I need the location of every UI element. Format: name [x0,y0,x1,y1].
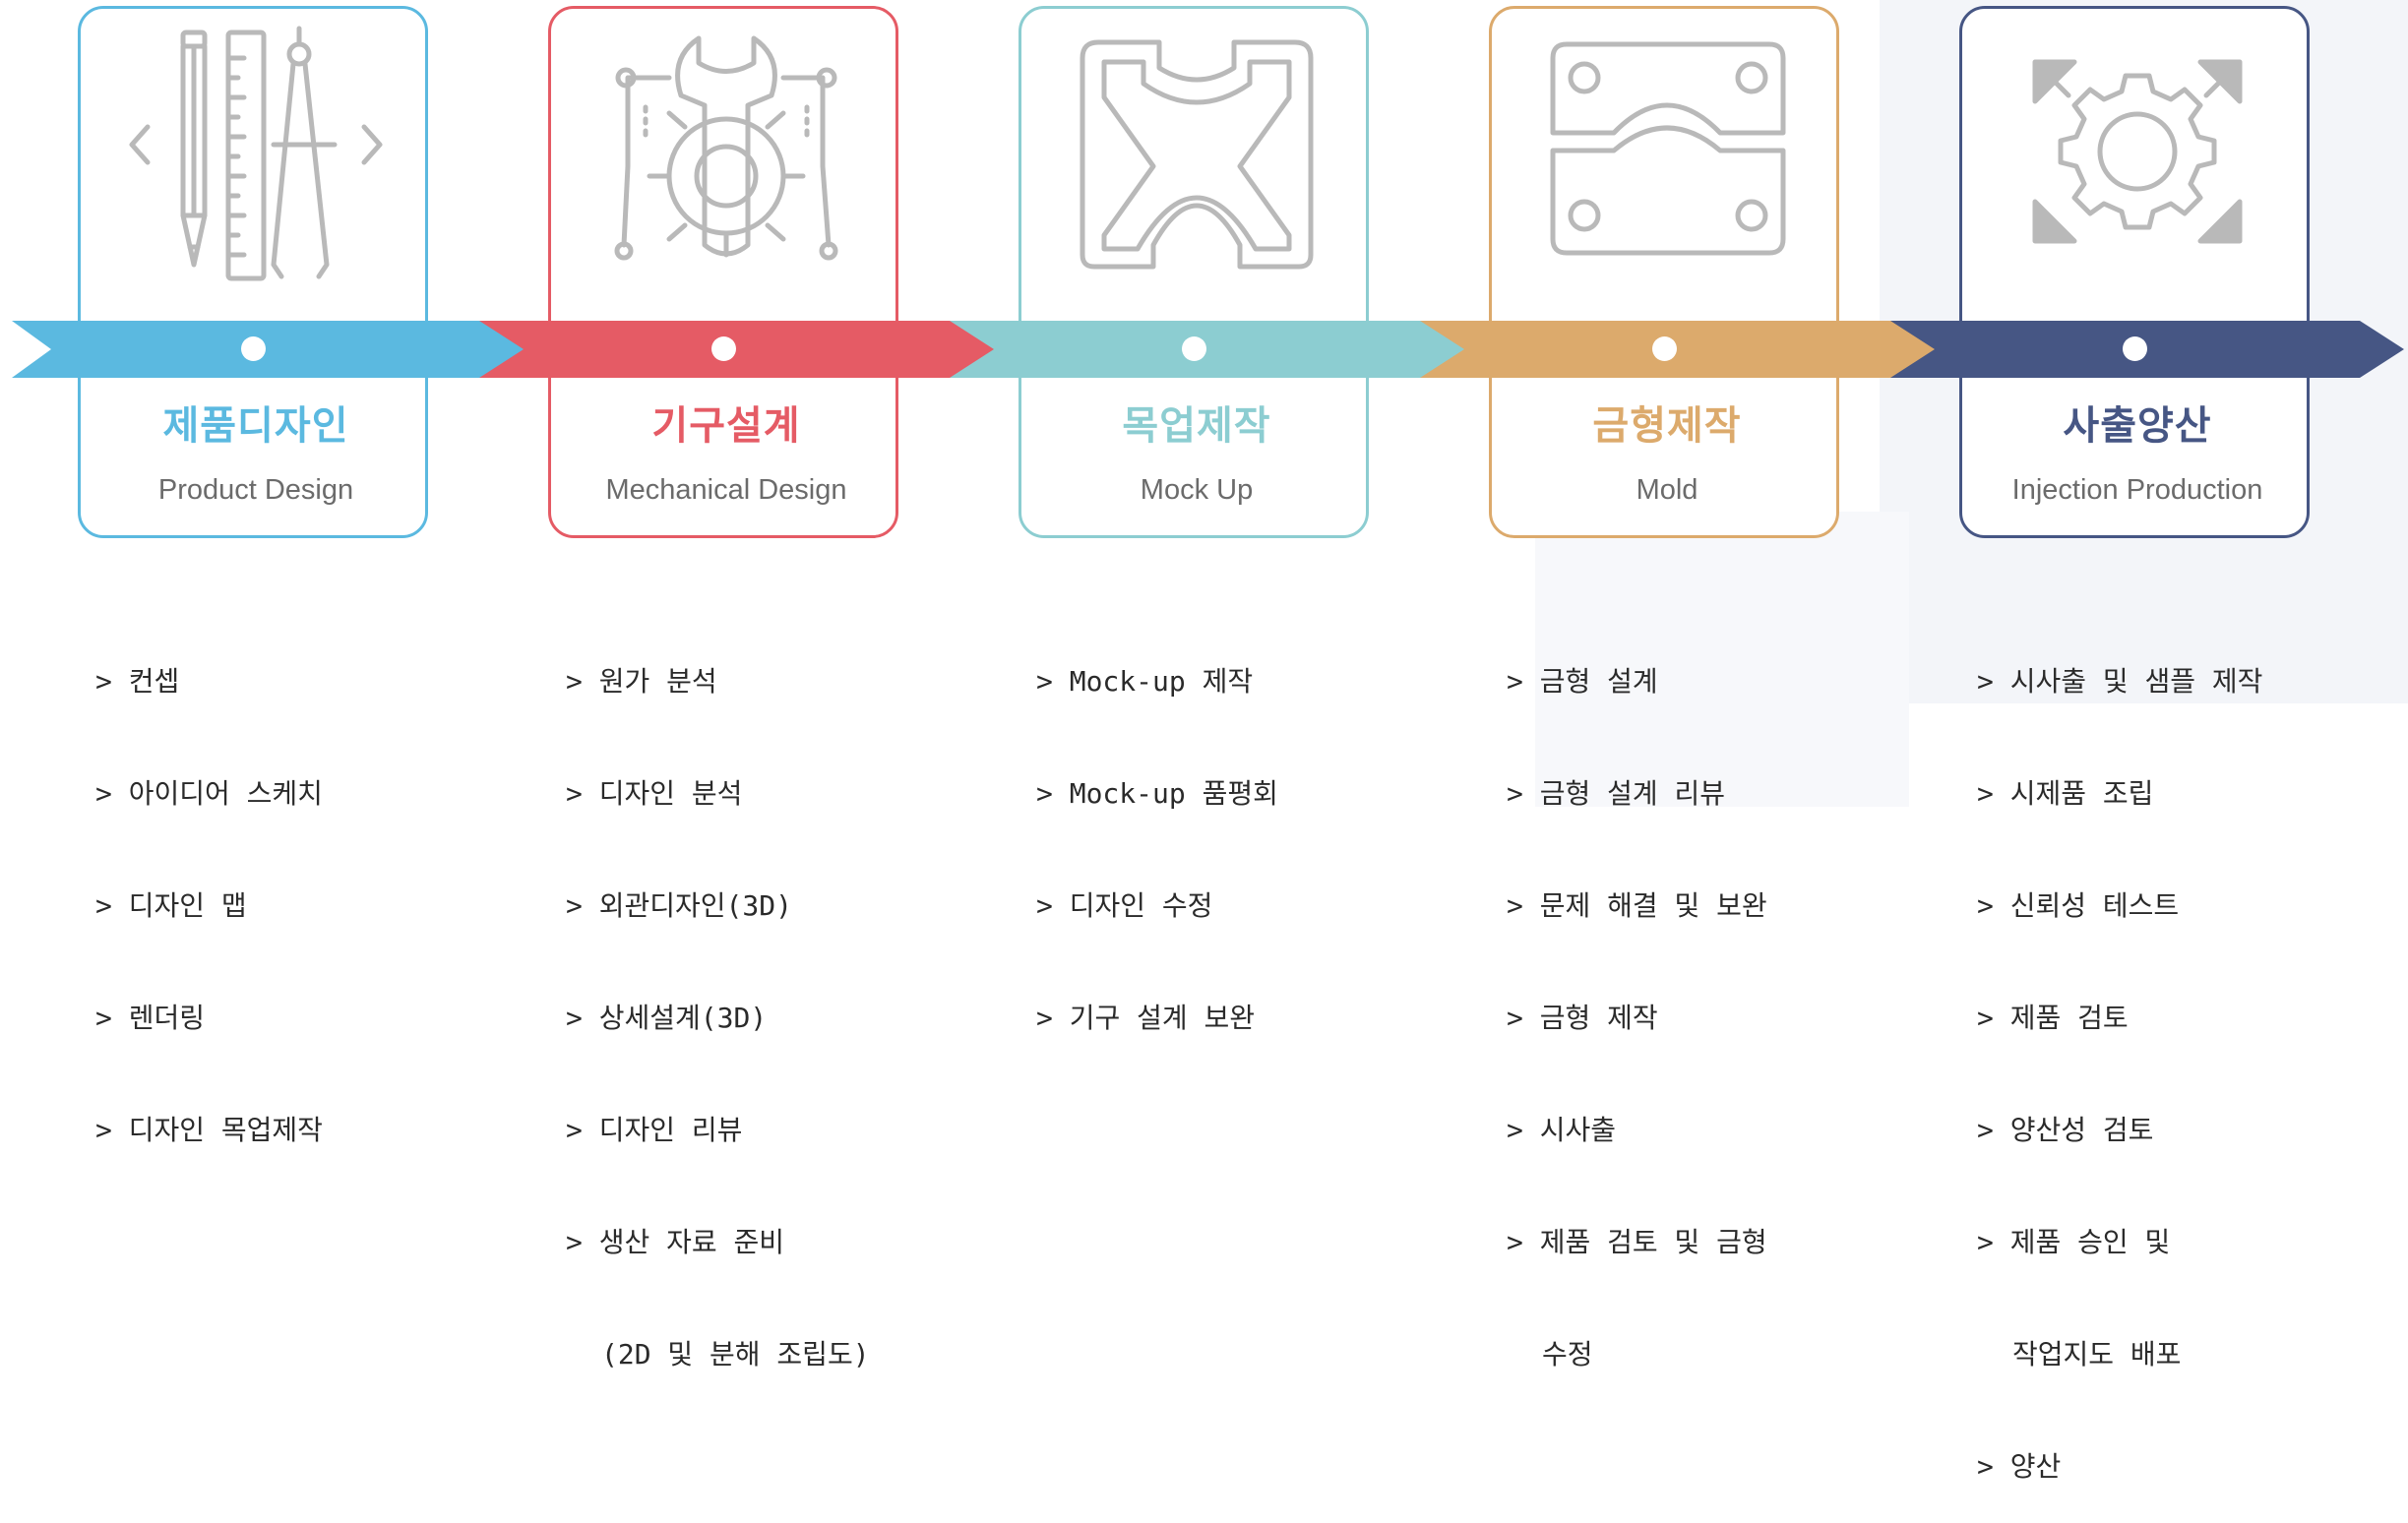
task-item: > 아이디어 스케치 [95,777,323,810]
task-list-mold: > 금형 설계 > 금형 설계 리뷰 > 문제 해결 및 보완 > 금형 제작 … [1507,588,1767,1411]
drafting-tools-icon [129,26,383,281]
timeline-dot [711,336,736,361]
stage-title: 제품디자인 [162,403,349,449]
timeline-dot [2123,336,2147,361]
task-item: > 시제품 조립 [1977,777,2154,810]
task-item-continuation: 수정 [1507,1336,1767,1373]
timeline-segment-design [12,321,528,378]
stage-subtitle: Mold [1636,474,1698,506]
task-continuation-text: (2D 및 분해 조립도) [601,1338,870,1371]
stage-subtitle: Mock Up [1140,474,1254,506]
task-item-continuation: (2D 및 분해 조립도) [566,1336,870,1373]
mockup-shape-icon [1080,39,1314,270]
task-item-continuation: 작업지도 배포 [1977,1336,2262,1373]
timeline-dot [1182,336,1206,361]
task-item: > 상세설계(3D) [566,1002,768,1034]
stage-card-mechanical-design [548,6,898,538]
task-item: > 양산 [1977,1450,2062,1483]
task-item: > Mock-up 제작 [1036,665,1254,698]
task-item: > 외관디자인(3D) [566,889,792,922]
task-item: > 디자인 분석 [566,777,743,810]
task-item: > 금형 제작 [1507,1002,1658,1034]
task-item: > Mock-up 품평회 [1036,777,1278,810]
stage-title: 금형제작 [1592,403,1742,449]
task-item: > 생산 자료 준비 [566,1226,784,1258]
task-item: > 기구 설계 보완 [1036,1002,1255,1034]
timeline-segment-mockup [950,321,1466,378]
stage-subtitle: Injection Production [2011,474,2263,506]
stage-card-product-design [78,6,428,538]
stage-subtitle: Product Design [157,474,354,506]
task-item: > 제품 검토 및 금형 [1507,1226,1767,1258]
task-item: > 신뢰성 테스트 [1977,889,2180,922]
timeline-dot [1652,336,1677,361]
task-list-injection-production: > 시사출 및 샘플 제작 > 시제품 조립 > 신뢰성 테스트 > 제품 검토… [1977,588,2262,1523]
task-item: > 금형 설계 [1507,665,1658,698]
task-item: > 원가 분석 [566,665,717,698]
task-list-mechanical-design: > 원가 분석 > 디자인 분석 > 외관디자인(3D) > 상세설계(3D) … [566,588,870,1411]
task-continuation-text: 수정 [1542,1338,1593,1371]
timeline-segment-mold [1420,321,1937,378]
timeline-dot [241,336,266,361]
task-item: > 제품 승인 및 [1977,1226,2171,1258]
stage-title: 목업제작 [1122,403,1271,449]
task-list-mock-up: > Mock-up 제작 > Mock-up 품평회 > 디자인 수정 > 기구… [1036,588,1278,1074]
task-item: > 시사출 및 샘플 제작 [1977,665,2263,698]
task-item: > 컨셉 [95,665,180,698]
task-item: > 디자인 맵 [95,889,247,922]
stage-card-injection-production [1959,6,2310,538]
stage-card-mock-up [1019,6,1369,538]
task-item: > 디자인 수정 [1036,889,1213,922]
stage-title: 사출양산 [2063,403,2212,449]
stage-subtitle: Mechanical Design [605,474,847,506]
task-item: > 디자인 목업제작 [95,1114,323,1146]
task-item: > 양산성 검토 [1977,1114,2154,1146]
stage-title: 기구설계 [651,403,801,449]
task-list-product-design: > 컨셉 > 아이디어 스케치 > 디자인 맵 > 렌더링 > 디자인 목업제작 [95,588,323,1187]
task-item: > 시사출 [1507,1114,1616,1146]
task-item: > 금형 설계 리뷰 [1507,777,1725,810]
mold-plate-icon [1550,41,1786,256]
task-item: > 문제 해결 및 보완 [1507,889,1767,922]
background-panel [1535,512,1909,807]
task-item: > 디자인 리뷰 [566,1114,743,1146]
task-item: > 렌더링 [95,1002,205,1034]
wrench-gear-icon [614,35,838,261]
stage-card-mold [1489,6,1839,538]
task-continuation-text: 작업지도 배포 [2012,1338,2182,1371]
gear-arrows-icon [2032,59,2243,244]
timeline-segment-mechanical [479,321,996,378]
task-item: > 제품 검토 [1977,1002,2129,1034]
timeline-segment-production [1890,321,2404,378]
